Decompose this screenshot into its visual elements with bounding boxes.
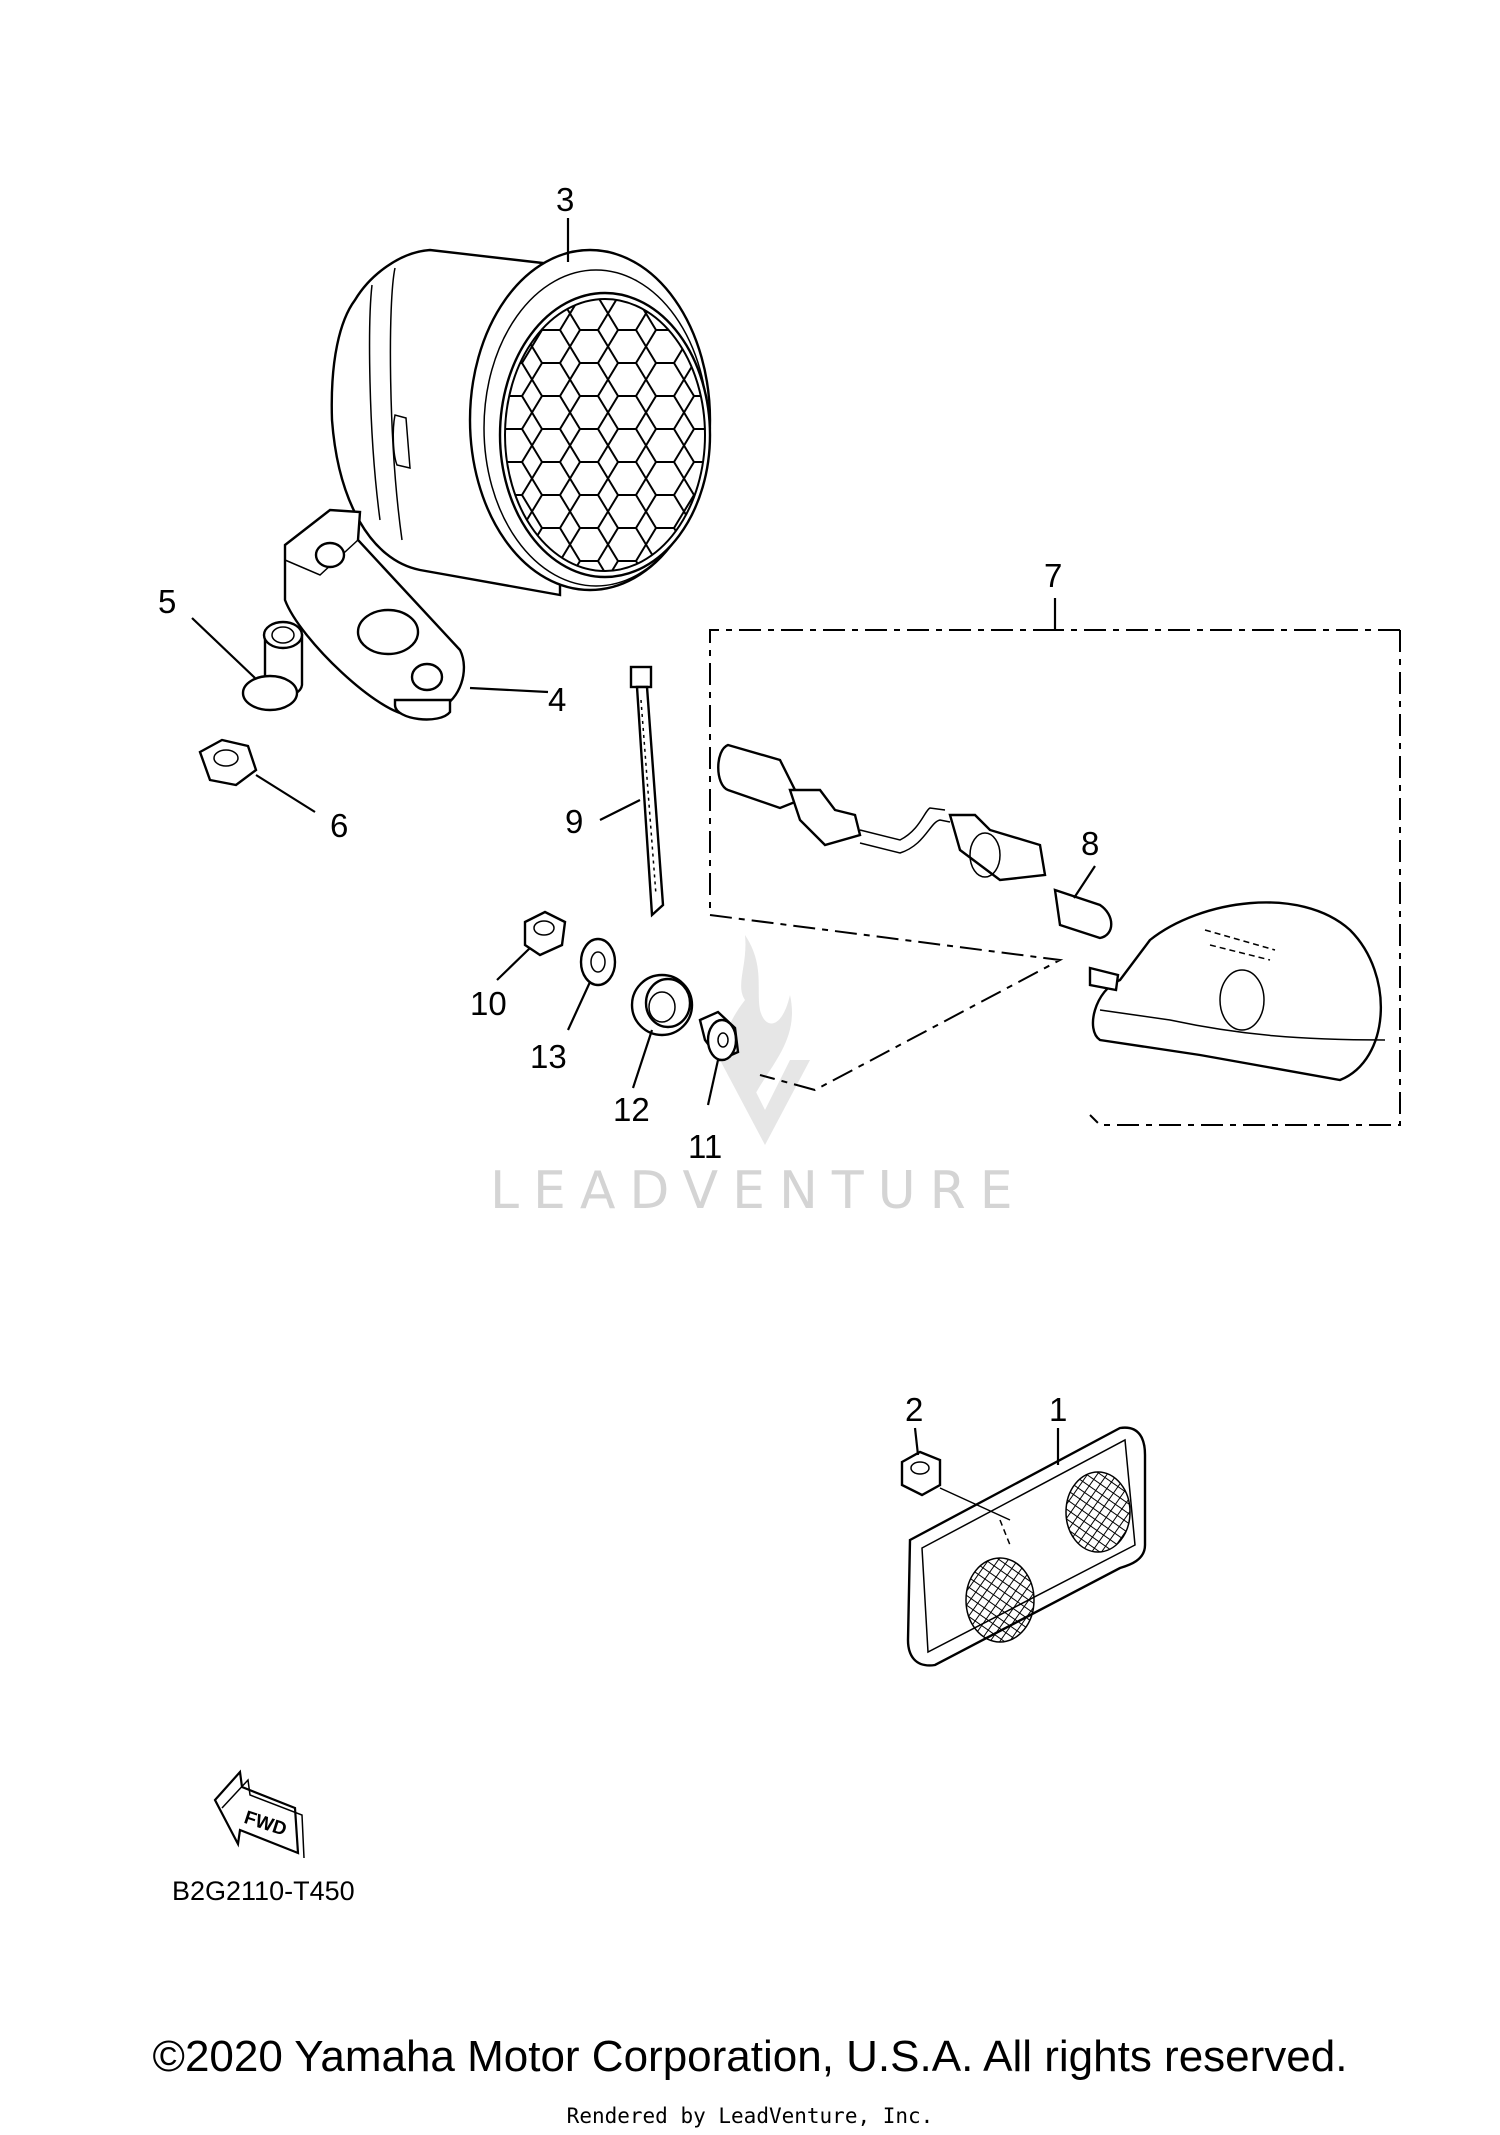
mounting-bracket — [283, 508, 466, 721]
tail-light-assembly — [330, 248, 712, 597]
callout-4: 4 — [548, 681, 566, 718]
watermark-text: LEADVENTURE — [490, 1161, 1027, 1221]
fwd-arrow-icon: FWD — [213, 1769, 305, 1859]
collar-11 — [698, 1010, 740, 1062]
flasher-light-group-outline — [709, 629, 1401, 1126]
callout-2: 2 — [905, 1391, 923, 1428]
callout-10: 10 — [470, 985, 507, 1022]
callout-8: 8 — [1081, 825, 1099, 862]
leadventure-watermark: LEADVENTURE — [490, 935, 1027, 1221]
callout-9: 9 — [565, 803, 583, 840]
flange-nut-10 — [523, 910, 567, 957]
reflector-nut — [900, 1450, 942, 1497]
callout-13: 13 — [530, 1038, 567, 1075]
cable-tie — [629, 665, 665, 918]
nut — [198, 738, 258, 787]
grommet-12 — [630, 973, 694, 1037]
callout-6: 6 — [330, 807, 348, 844]
callout-labels: 3 4 5 6 7 8 9 10 13 12 11 2 1 — [158, 181, 1099, 1428]
callout-1: 1 — [1049, 1391, 1067, 1428]
washer-13 — [579, 937, 617, 987]
rendered-by-notice: Rendered by LeadVenture, Inc. — [566, 2104, 934, 2128]
leader-lines — [191, 218, 1096, 1521]
callout-11: 11 — [688, 1128, 722, 1165]
callout-5: 5 — [158, 583, 176, 620]
callout-7: 7 — [1044, 557, 1062, 594]
collar — [241, 620, 304, 712]
copyright-notice: ©2020 Yamaha Motor Corporation, U.S.A. A… — [152, 2032, 1348, 2081]
flasher-light-assembly — [717, 743, 1386, 1082]
callout-3: 3 — [556, 181, 574, 218]
callout-12: 12 — [613, 1091, 650, 1128]
diagram-code: B2G2110-T450 — [172, 1876, 355, 1906]
reflector — [906, 1426, 1147, 1667]
